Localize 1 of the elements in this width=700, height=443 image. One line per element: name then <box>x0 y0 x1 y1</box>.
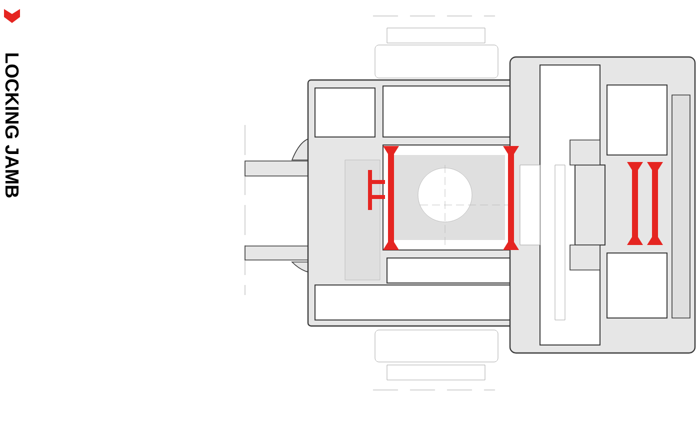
title: LOCKING JAMB <box>5 53 19 198</box>
